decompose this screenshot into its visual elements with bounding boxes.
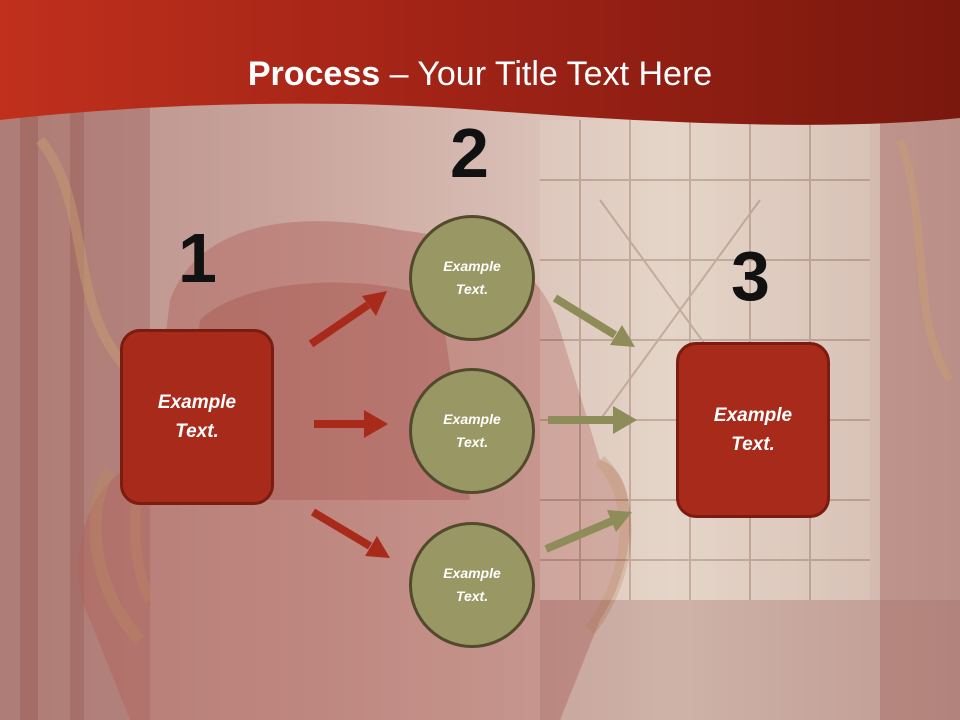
step-box-3: Example Text. bbox=[676, 342, 830, 518]
title-bold: Process bbox=[247, 55, 381, 93]
arrow-red-right bbox=[314, 410, 388, 438]
arrow-olive-down bbox=[552, 294, 635, 347]
arrow-red-up bbox=[308, 291, 387, 348]
circle-node-2-text: Example Text. bbox=[443, 411, 501, 450]
circle-node-1-text: Example Text. bbox=[443, 258, 501, 297]
title-rest: – Your Title Text Here bbox=[380, 55, 713, 93]
circle-node-1: Example Text. bbox=[409, 215, 535, 341]
step-box-3-text: Example Text. bbox=[713, 405, 793, 455]
circle-node-3-text: Example Text. bbox=[443, 565, 501, 604]
slide-title: Process – Your Title Text Here bbox=[0, 52, 960, 96]
arrow-olive-up bbox=[544, 510, 632, 553]
circle-node-3: Example Text. bbox=[409, 522, 535, 648]
curtain-right bbox=[880, 100, 960, 720]
header-band bbox=[0, 0, 960, 125]
step-number-1: 1 bbox=[178, 219, 217, 297]
circle-node-2: Example Text. bbox=[409, 368, 535, 494]
arrow-olive-right bbox=[548, 406, 637, 434]
step-number-3: 3 bbox=[731, 237, 770, 315]
step-box-1-text: Example Text. bbox=[157, 392, 237, 442]
arrow-red-down bbox=[310, 508, 390, 558]
step-number-2: 2 bbox=[450, 114, 489, 192]
step-box-1: Example Text. bbox=[120, 329, 274, 505]
